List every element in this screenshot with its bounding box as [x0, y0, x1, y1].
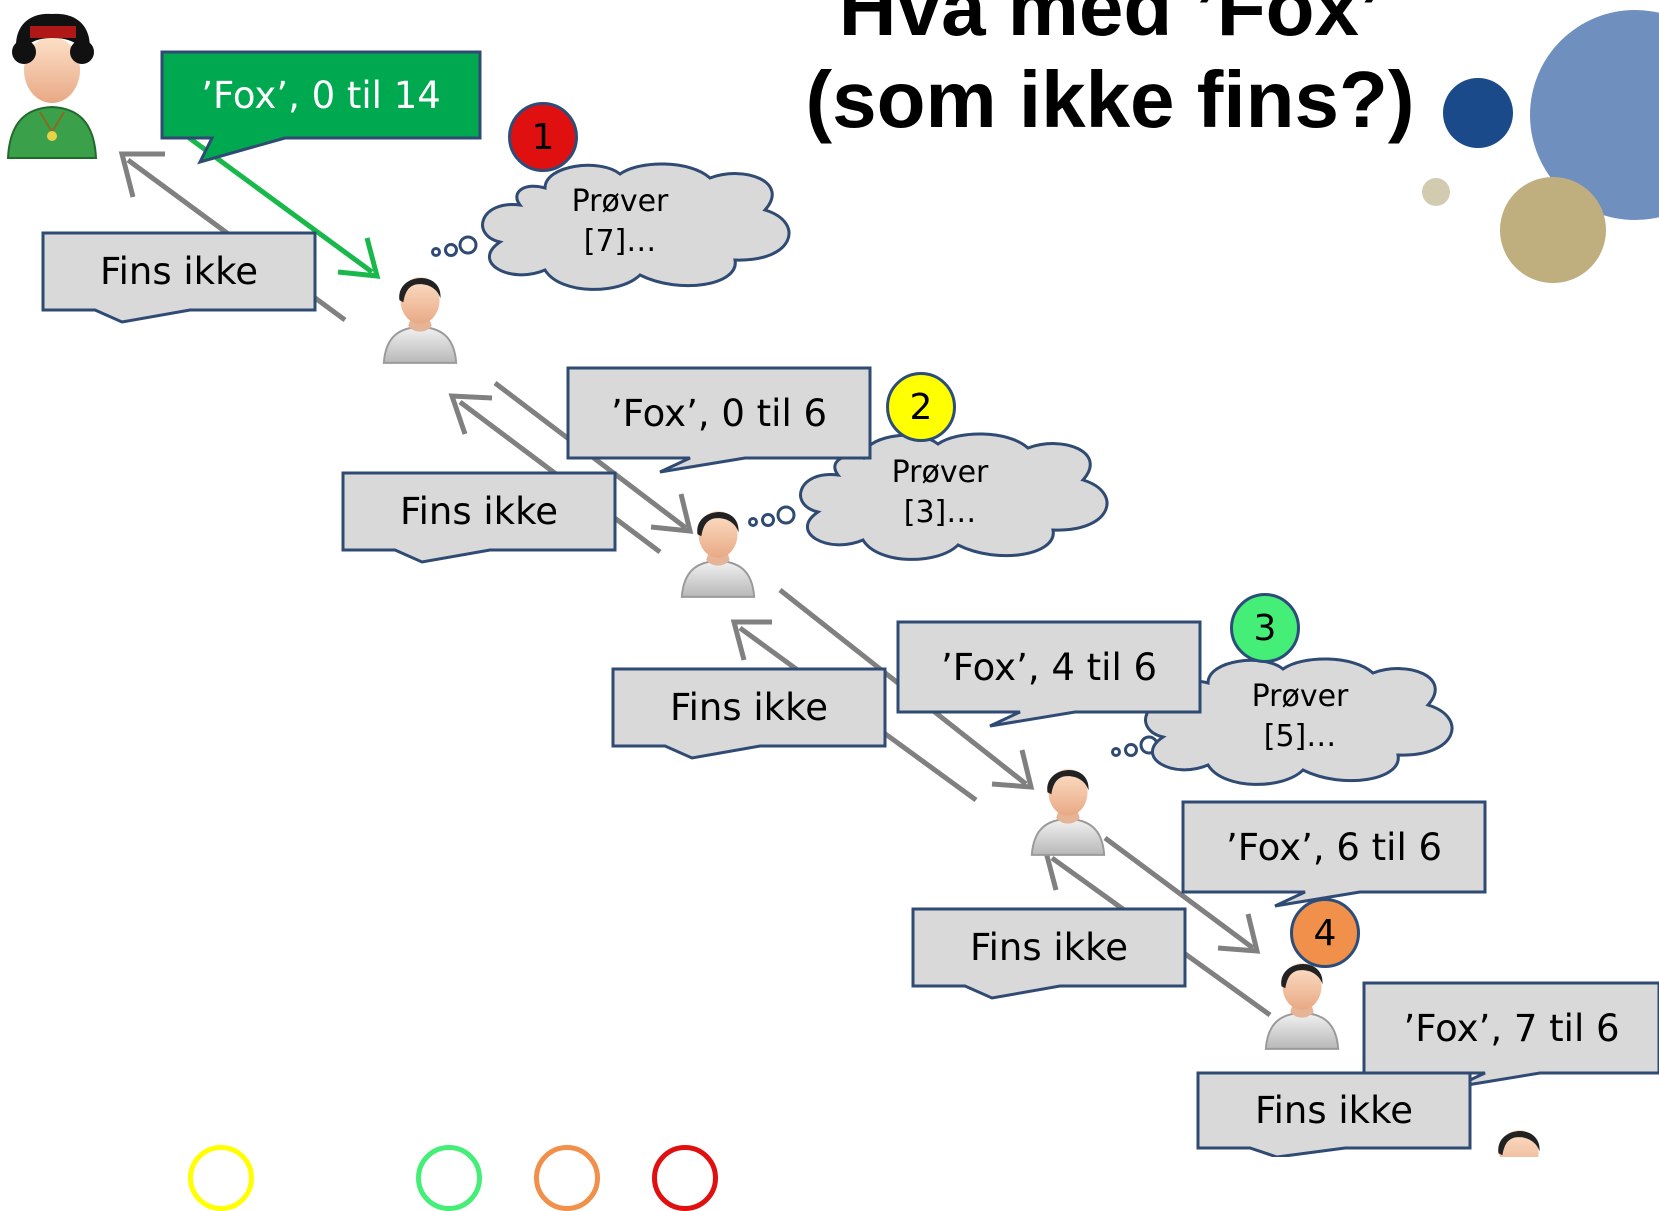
thought-text-3-line1: Prøver [1251, 679, 1349, 714]
legend-ring-yellow [188, 1145, 254, 1211]
thought-text-3-line2: [5]… [1263, 719, 1337, 754]
response-callout-bg-1 [41, 231, 317, 324]
page-title: Hva med ’Fox’ (som ikke fins?) [740, 0, 1480, 146]
request-arrow-4 [1103, 835, 1261, 954]
request-text-3: ’Fox’, 4 til 6 [940, 645, 1158, 689]
thought-dots-2 [748, 505, 796, 527]
title-line-2: (som ikke fins?) [805, 55, 1415, 144]
decoration-layer [1422, 10, 1659, 283]
step-badge-1: 1 [508, 102, 578, 172]
request-callout-2: ’Fox’, 0 til 6 [568, 368, 870, 458]
thought-text-2-line2: [3]… [903, 495, 977, 530]
thought-text-2: Prøver [3]… [880, 453, 1000, 533]
cloud-layer [481, 162, 1454, 786]
thought-text-1: Prøver [7]… [560, 182, 680, 262]
response-callout-bg-2 [341, 471, 617, 564]
request-callout-1: ’Fox’, 0 til 14 [162, 52, 480, 138]
response-text-5: Fins ikke [1255, 1089, 1413, 1132]
response-callout-bg-5 [1196, 1071, 1472, 1157]
thought-text-2-line1: Prøver [891, 455, 989, 490]
response-text-4: Fins ikke [970, 926, 1128, 969]
step-badge-2: 2 [886, 372, 956, 442]
response-callout-bg-4 [911, 907, 1187, 1000]
thought-dots-3 [1111, 735, 1159, 757]
request-callout-3: ’Fox’, 4 til 6 [898, 622, 1200, 712]
request-arrow-1 [160, 115, 381, 279]
legend-ring-red [652, 1145, 718, 1211]
title-line-1: Hva med ’Fox’ [838, 0, 1382, 52]
request-text-1: ’Fox’, 0 til 14 [201, 73, 441, 117]
step-number-4: 4 [1313, 912, 1337, 954]
request-callout-bg-2 [566, 366, 872, 474]
client-woman-icon [6, 13, 98, 159]
thought-text-1-line1: Prøver [571, 184, 669, 219]
thought-text-3: Prøver [5]… [1240, 677, 1360, 757]
deco-circle-navy [1443, 78, 1513, 148]
request-callout-4: ’Fox’, 6 til 6 [1183, 802, 1485, 892]
request-callout-bg-3 [896, 620, 1202, 728]
response-text-2: Fins ikke [400, 490, 558, 533]
request-text-4: ’Fox’, 6 til 6 [1225, 825, 1443, 869]
request-text-5: ’Fox’, 7 til 6 [1403, 1006, 1620, 1050]
legend-ring-orange [534, 1145, 600, 1211]
deco-circle-small [1422, 178, 1450, 206]
legend-ring-green [416, 1145, 482, 1211]
response-callout-4: Fins ikke [913, 909, 1185, 986]
thought-cloud-1 [481, 162, 791, 291]
thought-text-1-line2: [7]… [583, 224, 657, 259]
request-text-2: ’Fox’, 0 til 6 [610, 391, 828, 435]
request-callout-bg-1 [160, 50, 482, 165]
step-number-3: 3 [1253, 607, 1277, 649]
deco-circle-tan [1500, 177, 1606, 283]
response-callout-2: Fins ikke [343, 473, 615, 550]
response-text-3: Fins ikke [670, 686, 828, 729]
request-callout-5: ’Fox’, 7 til 6 [1364, 983, 1659, 1073]
response-callout-1: Fins ikke [43, 233, 315, 310]
response-callout-bg-3 [611, 667, 887, 760]
step-number-2: 2 [909, 386, 933, 428]
response-callout-5: Fins ikke [1198, 1073, 1470, 1148]
thought-dots-1 [431, 235, 478, 257]
deco-circle-blue [1530, 10, 1659, 220]
response-callout-3: Fins ikke [613, 669, 885, 746]
step-number-1: 1 [531, 116, 555, 158]
step-badge-3: 3 [1230, 593, 1300, 663]
callout-layer [41, 50, 1659, 1157]
response-text-1: Fins ikke [100, 250, 258, 293]
step-badge-4: 4 [1290, 898, 1360, 968]
